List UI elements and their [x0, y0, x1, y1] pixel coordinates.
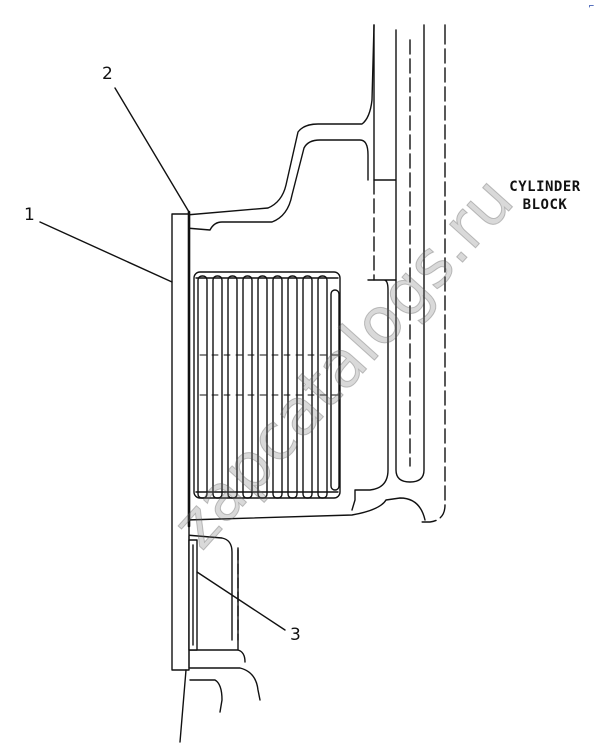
- water-jacket-wall-right: [419, 24, 446, 523]
- block-casting-outline-upper: [185, 24, 375, 216]
- block-casting-outline-upper-inner: [185, 139, 369, 231]
- cooler-core-bundle: [193, 271, 341, 499]
- cover-plate-part-1: [171, 213, 190, 671]
- block-casting-outline-bottom: [185, 649, 261, 713]
- cylinder-block-label: CYLINDER BLOCK: [495, 178, 595, 214]
- water-jacket-wall-left: [373, 24, 425, 483]
- callout-part-2: 2: [102, 64, 113, 84]
- corner-mark: ⌐: [588, 2, 594, 12]
- callout-part-1: 1: [24, 205, 35, 225]
- leader-line-part-3: [196, 571, 286, 631]
- cooler-core-tubes: [197, 275, 340, 499]
- cylinder-block-label-line2: BLOCK: [522, 197, 568, 213]
- cylinder-block-label-line1: CYLINDER: [509, 179, 581, 195]
- leader-line-part-1: [39, 221, 173, 283]
- callout-part-3: 3: [290, 625, 301, 645]
- block-casting-outline-mid: [351, 279, 397, 511]
- block-casting-outline-lower: [185, 497, 426, 521]
- leader-line-part-2: [114, 87, 190, 213]
- lower-extension-line: [179, 669, 187, 743]
